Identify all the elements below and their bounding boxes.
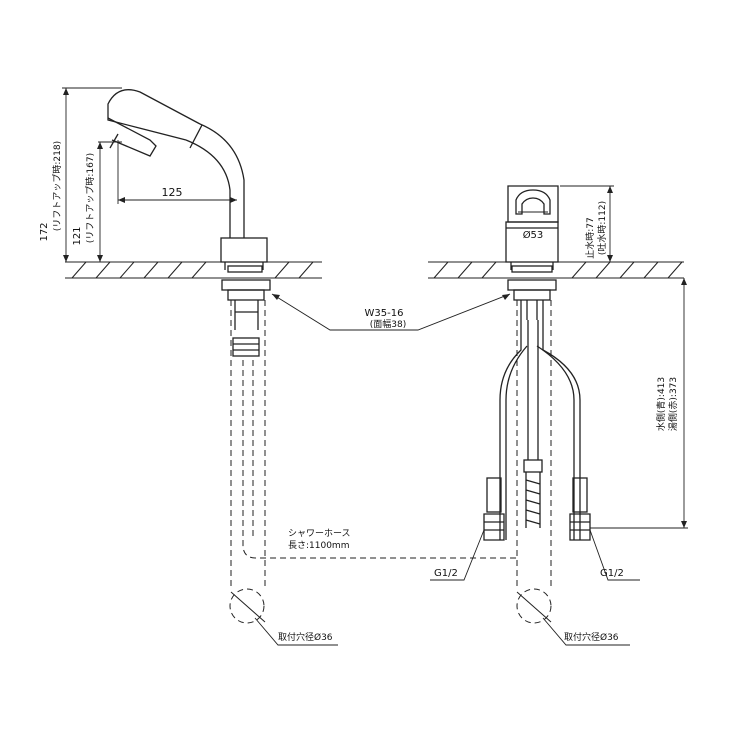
dimension-lines	[62, 87, 688, 646]
outlet-height-label: 121	[72, 226, 83, 245]
hose-side-view	[229, 300, 520, 624]
connection-right-label: G1/2	[600, 568, 624, 579]
mount-hole-left-label: 取付穴径Ø36	[278, 631, 333, 643]
hose-length-label: 長さ:1100mm	[288, 540, 349, 551]
outlet-height-lift-label: (リフトアップ時:167)	[85, 153, 96, 243]
mount-hole-right	[516, 300, 552, 624]
mount-hole-slash-left	[230, 591, 266, 623]
faucet-side-view	[107, 89, 271, 357]
counter-left	[65, 261, 322, 279]
hose-water-label: 水側(青):413	[655, 377, 667, 431]
hose-hot-label: 湯側(赤):373	[667, 377, 679, 431]
thread-width-label: (面幅38)	[370, 318, 406, 330]
body-diameter-label: Ø53	[523, 229, 544, 241]
dimension-arrows	[63, 88, 687, 528]
faucet-front-view	[483, 185, 591, 541]
mount-hole-slash-right	[516, 591, 552, 623]
open-height-label: (吐水時:112)	[596, 201, 608, 255]
mount-hole-right-label: 取付穴径Ø36	[564, 631, 619, 643]
spout-reach-label: 125	[162, 186, 183, 199]
connection-left-label: G1/2	[434, 568, 458, 579]
stop-height-label: 止水時:77	[584, 217, 596, 259]
total-height-lift-label: (リフトアップ時:218)	[52, 141, 63, 231]
counter-right	[428, 261, 684, 279]
hose-label: シャワーホース	[288, 528, 351, 539]
total-height-label: 172	[39, 222, 50, 241]
thread-spec-label: W35-16	[365, 308, 404, 319]
